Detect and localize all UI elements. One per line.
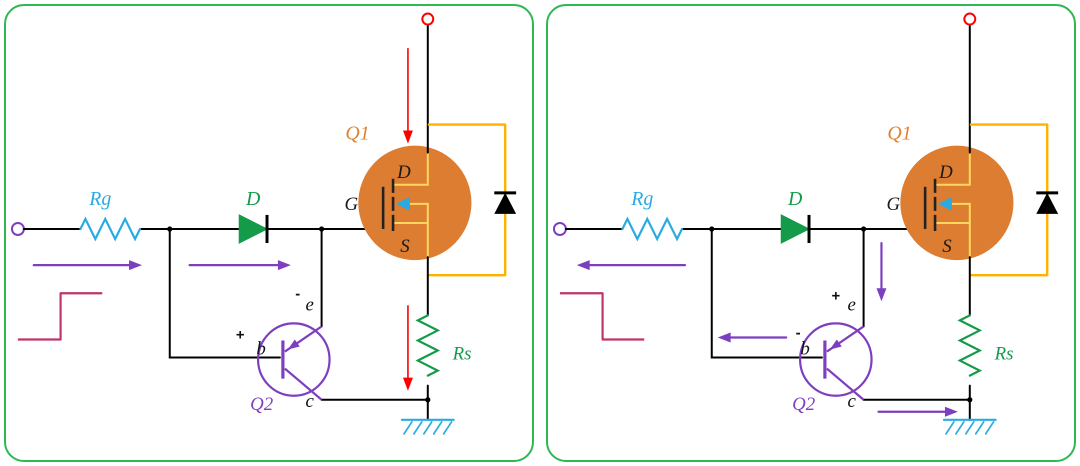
mosfet-arrow-icon: [396, 196, 410, 211]
junction-dots: [167, 226, 431, 403]
rg-label: Rg: [630, 188, 653, 210]
rg-resistor: [621, 216, 684, 242]
q2-label: Q2: [250, 394, 274, 415]
base-polarity-sign: -: [796, 324, 801, 341]
rg-label: Rg: [88, 188, 111, 210]
gate-wires: [22, 227, 429, 401]
mosfet-q1: [358, 145, 472, 261]
gate-discharge-arrows: [576, 241, 958, 417]
circuit-turn-off: Rg D Q1 D G S: [552, 12, 1059, 435]
mosfet-q1: [900, 145, 1014, 261]
collector-label: c: [848, 391, 857, 412]
rs-label: Rs: [994, 343, 1014, 364]
input-terminal: [10, 221, 25, 237]
base-label: b: [256, 338, 265, 359]
drain-current-arrows: [402, 48, 413, 391]
ground-symbol: [942, 418, 997, 435]
mosfet-leads: [935, 152, 971, 258]
emitter-label: e: [306, 294, 314, 315]
rs-resistor: [957, 314, 983, 377]
diode-d: [780, 214, 811, 244]
gate-current-arrows: [32, 260, 291, 271]
source-label: S: [400, 236, 410, 257]
q2-label: Q2: [792, 394, 816, 415]
mosfet-leads: [393, 152, 429, 258]
ground-symbol: [400, 418, 455, 435]
gate-wires: [564, 227, 971, 401]
diode-label: D: [245, 188, 261, 210]
bjt-emitter-arrow-icon: [829, 339, 842, 350]
mosfet-arrow-icon: [938, 196, 952, 211]
circuit-turn-on: Rg D Q1 D G S: [10, 12, 517, 435]
gate-label: G: [345, 194, 359, 215]
drain-label: D: [938, 162, 953, 183]
rs-resistor: [415, 314, 441, 377]
input-terminal: [552, 221, 567, 237]
rg-resistor: [79, 216, 142, 242]
supply-terminal: [421, 12, 435, 26]
base-label: b: [800, 338, 809, 359]
collector-label: c: [306, 391, 315, 412]
emitter-polarity-sign: +: [831, 287, 840, 304]
q1-label: Q1: [345, 122, 369, 144]
body-diode: [1036, 191, 1059, 214]
supply-terminal: [963, 12, 977, 26]
bjt-q2: [256, 322, 331, 401]
bjt-q2: [798, 322, 873, 401]
diode-d: [238, 214, 269, 244]
emitter-label: e: [848, 294, 856, 315]
q1-label: Q1: [887, 122, 911, 144]
input-step-rising-waveform: [17, 292, 103, 341]
diode-label: D: [787, 188, 803, 210]
bjt-emitter-arrow-icon: [287, 339, 300, 350]
emitter-polarity-sign: -: [295, 285, 300, 302]
rs-label: Rs: [452, 343, 472, 364]
body-diode: [494, 191, 517, 214]
gate-label: G: [887, 194, 901, 215]
source-label: S: [942, 236, 952, 257]
base-polarity-sign: +: [236, 326, 245, 343]
input-step-falling-waveform: [559, 292, 645, 341]
drain-label: D: [396, 162, 411, 183]
panel-turn-on: Rg D Q1 D G S: [4, 4, 534, 462]
panel-turn-off: Rg D Q1 D G S: [546, 4, 1076, 462]
